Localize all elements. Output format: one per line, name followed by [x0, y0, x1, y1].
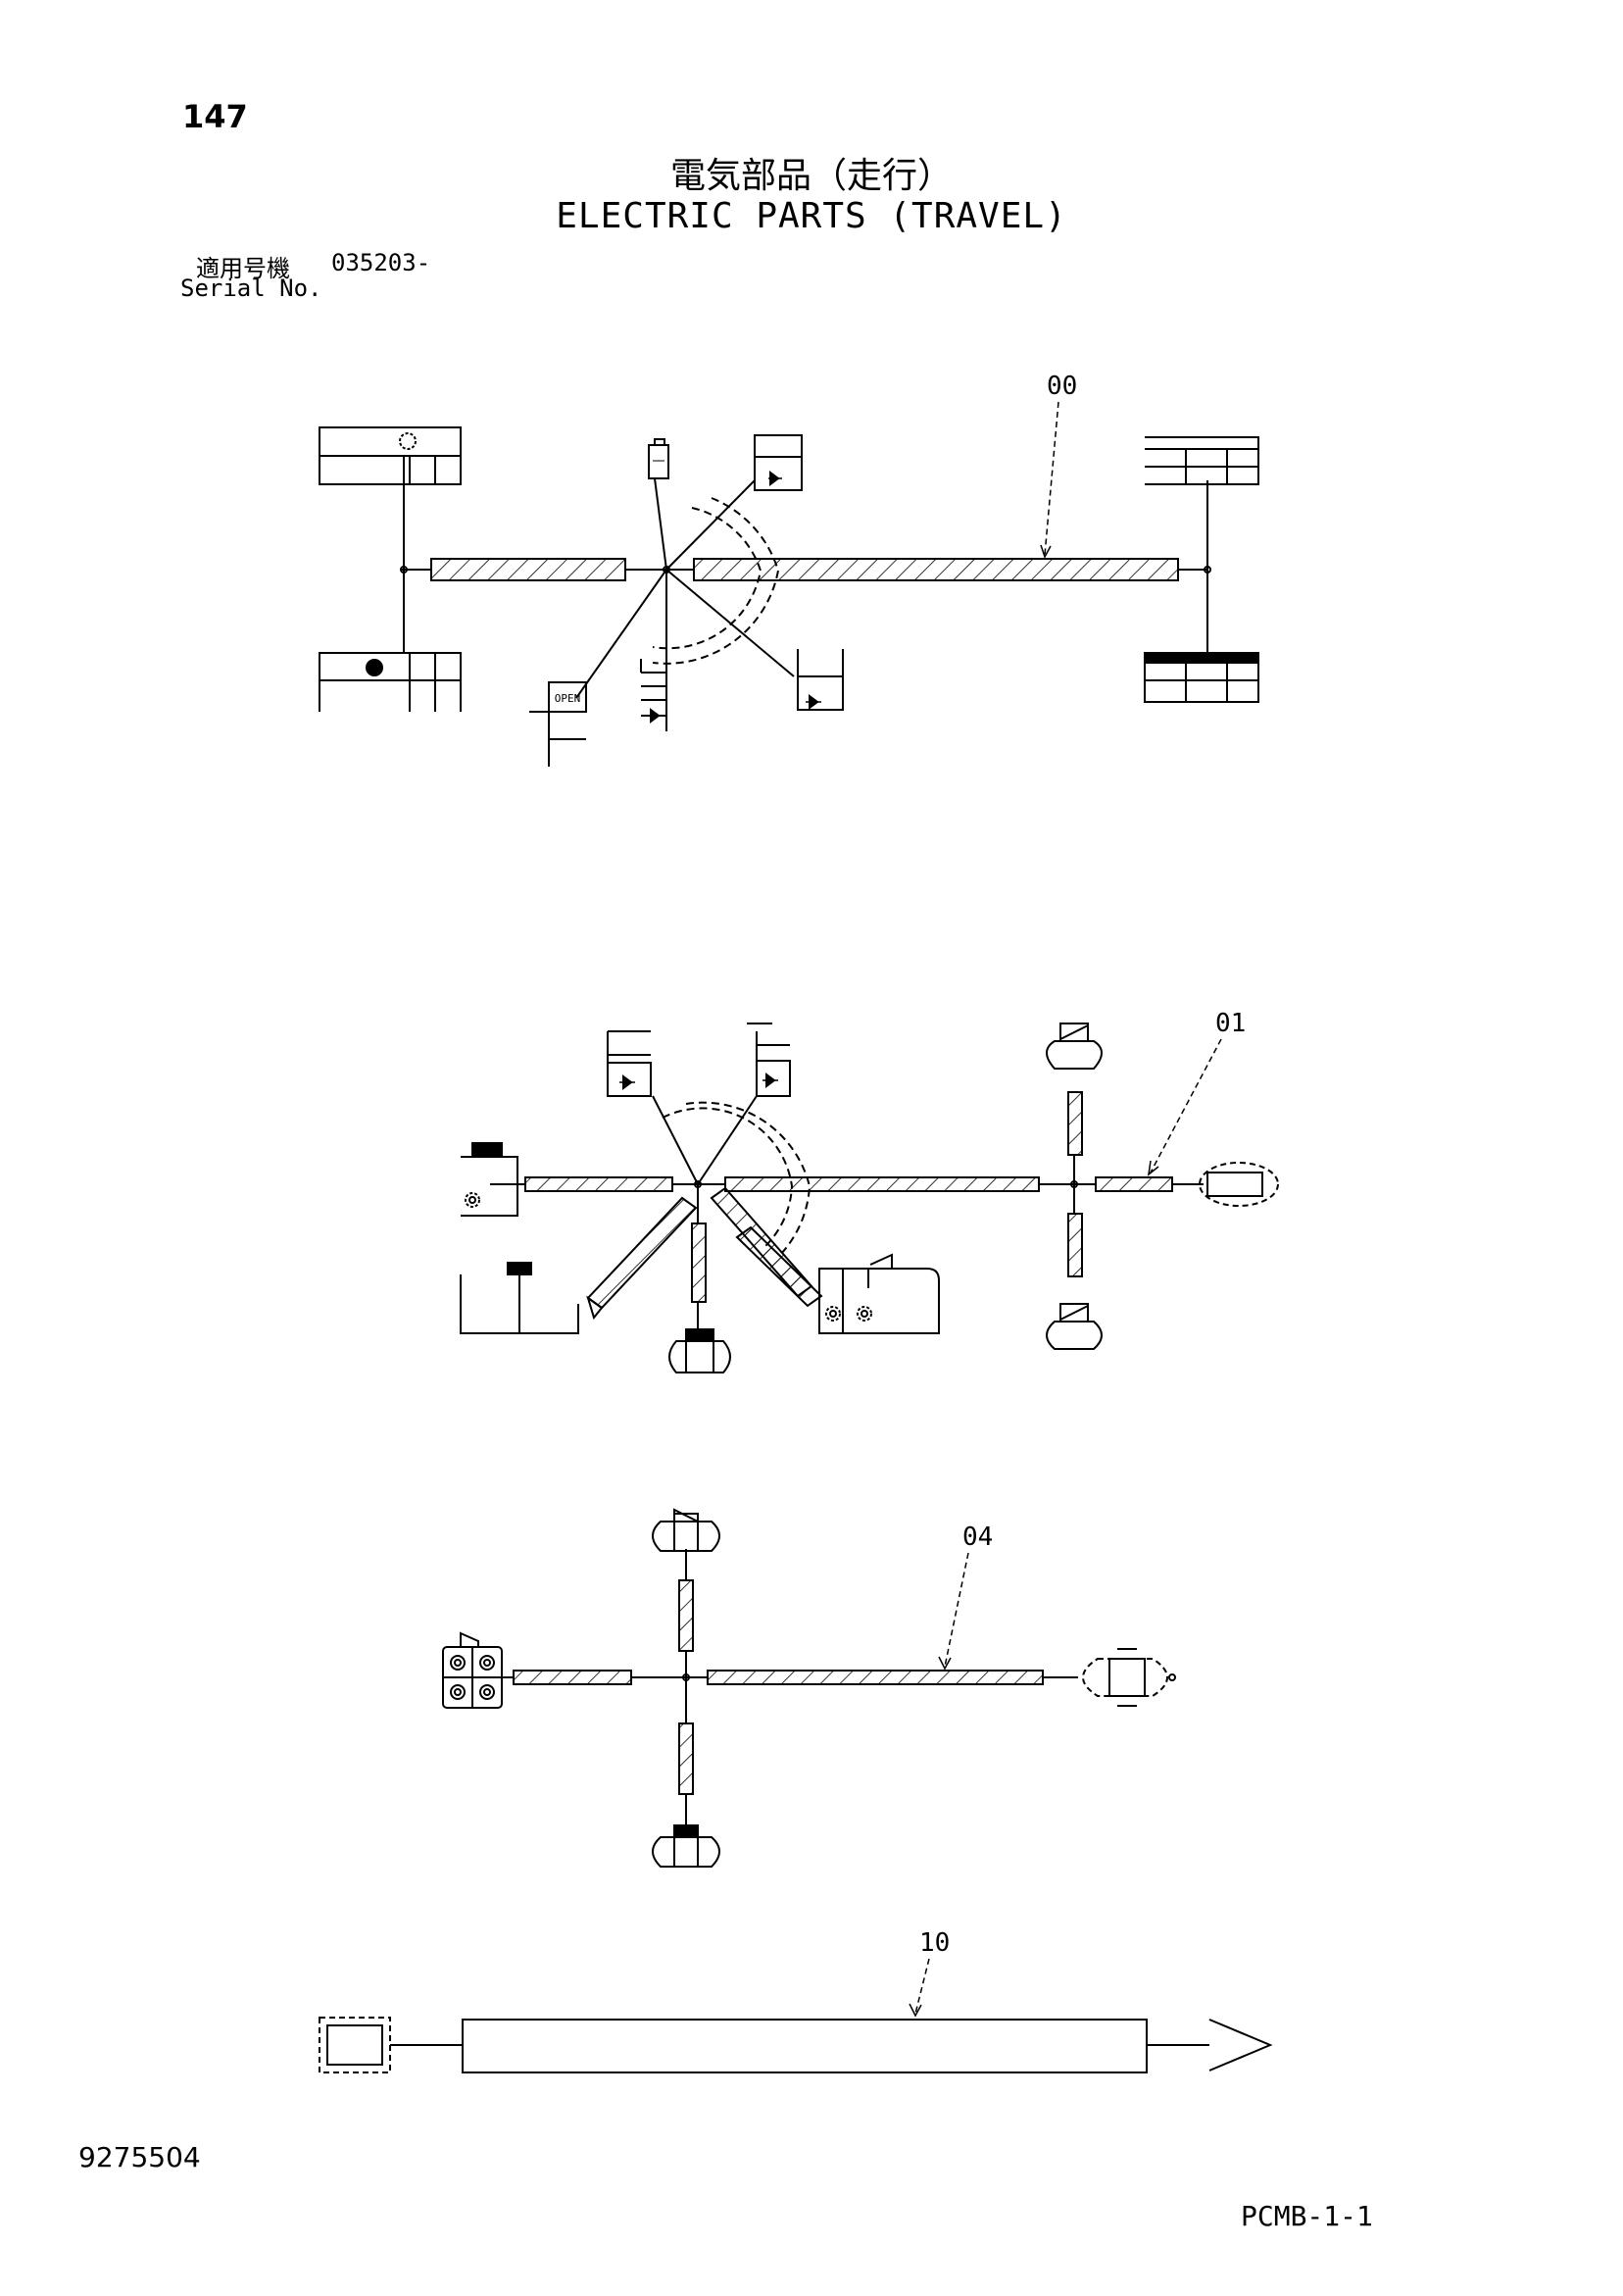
harness-00: OPEN	[319, 372, 1259, 767]
connector-01-bottom-oval	[1046, 1303, 1103, 1350]
harness-04-segment-left	[513, 1670, 632, 1685]
harness-04-segment-right	[707, 1670, 1044, 1685]
part-10-tube: 10	[319, 1928, 1273, 2073]
title-japanese: 電気部品（走行）	[669, 156, 953, 196]
serial-label-japanese: 適用号機	[196, 255, 290, 282]
serial-label-english: Serial No.	[180, 275, 322, 302]
serial-number-value: 035203-	[331, 249, 431, 276]
connector-open-label: OPEN	[555, 692, 581, 705]
connector-04-right-oval	[1082, 1648, 1176, 1707]
connector-top-right	[1145, 436, 1259, 485]
connector-01-bottom-center	[668, 1328, 731, 1373]
connector-bottom-left	[319, 652, 462, 712]
connector-04-left	[442, 1631, 503, 1709]
connector-04-top-oval	[652, 1508, 720, 1552]
connector-top-left	[319, 426, 462, 485]
callout-00-label: 00	[1047, 372, 1077, 401]
document-number: 9275504	[78, 2141, 201, 2173]
connector-01-left	[461, 1142, 518, 1217]
title-english: ELECTRIC PARTS (TRAVEL)	[556, 196, 1067, 236]
connector-center-top	[648, 438, 669, 479]
connector-01-bottom-right	[818, 1253, 940, 1334]
connector-diode-bottom-left	[640, 659, 666, 724]
connector-open-left: OPEN	[529, 681, 587, 767]
harness-01-segment-right	[1095, 1176, 1173, 1192]
harness-00-segment-left	[430, 558, 626, 581]
connector-01-bottom-left	[460, 1262, 579, 1334]
connector-diode-bottom-right	[797, 649, 844, 711]
harness-01: 01	[460, 1009, 1279, 1373]
connector-01-right-oval	[1199, 1162, 1279, 1207]
connector-01-diode-right	[747, 1023, 791, 1097]
connector-01-diode-left	[607, 1030, 652, 1097]
callout-10-label: 10	[919, 1928, 950, 1958]
page-code: PCMB-1-1	[1241, 2200, 1373, 2232]
connector-diode-top	[754, 434, 803, 491]
connector-01-top-oval	[1046, 1023, 1103, 1070]
harness-01-segment-left	[524, 1176, 673, 1192]
connector-04-bottom-oval	[652, 1824, 720, 1868]
harness-00-segment-right	[693, 558, 1179, 581]
callout-04-label: 04	[962, 1522, 993, 1552]
callout-01-label: 01	[1215, 1009, 1246, 1038]
connector-bottom-right	[1144, 652, 1259, 703]
harness-01-segment-middle	[724, 1176, 1040, 1192]
page-number: 147	[182, 98, 248, 135]
harness-04: 04	[442, 1508, 1176, 1868]
